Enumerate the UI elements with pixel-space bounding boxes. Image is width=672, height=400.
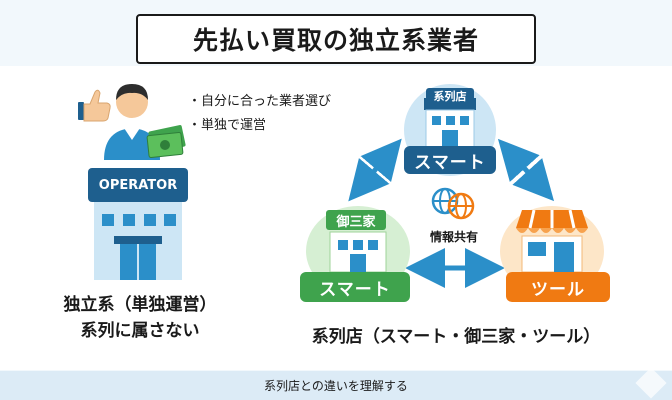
store-top-tag: 系列店 bbox=[426, 88, 474, 104]
store-left-name: スマート bbox=[300, 272, 410, 302]
independent-subcaption: 系列に属さない bbox=[80, 321, 200, 341]
store-left-tag: 御三家 bbox=[326, 210, 386, 230]
independent-caption: 独立系（単独運営） bbox=[63, 295, 217, 315]
arrow-top-left bbox=[348, 138, 402, 202]
store-left-building-icon bbox=[329, 231, 387, 272]
footer-text: 系列店との違いを理解する bbox=[264, 379, 408, 393]
info-share-label: 情報共有 bbox=[429, 230, 478, 244]
affiliated-caption: 系列店（スマート・御三家・ツール） bbox=[311, 327, 601, 347]
relation-arrows bbox=[348, 138, 555, 288]
bullet-item: ・単独で運営 bbox=[188, 118, 267, 133]
page-title: 先払い買取の独立系業者 bbox=[136, 14, 536, 64]
thumbs-up-icon bbox=[78, 89, 111, 122]
arrow-top-right bbox=[497, 138, 555, 202]
operator-person-illustration bbox=[78, 84, 186, 160]
money-icon bbox=[146, 125, 186, 159]
globe-icon bbox=[431, 187, 475, 220]
store-right-name: ツール bbox=[506, 272, 610, 302]
store-top-building-icon bbox=[424, 98, 476, 148]
bullet-text: 自分に合った業者選び bbox=[201, 94, 332, 109]
operator-building-icon bbox=[88, 168, 188, 280]
footer-bar: 系列店との違いを理解する bbox=[0, 371, 672, 400]
bullet-text: 単独で運営 bbox=[201, 118, 267, 133]
bullet-item: ・自分に合った業者選び bbox=[188, 94, 332, 109]
operator-label: OPERATOR bbox=[98, 177, 178, 193]
store-top-name: スマート bbox=[404, 146, 496, 174]
store-right-shop-icon bbox=[516, 209, 588, 272]
person-icon bbox=[104, 84, 160, 160]
